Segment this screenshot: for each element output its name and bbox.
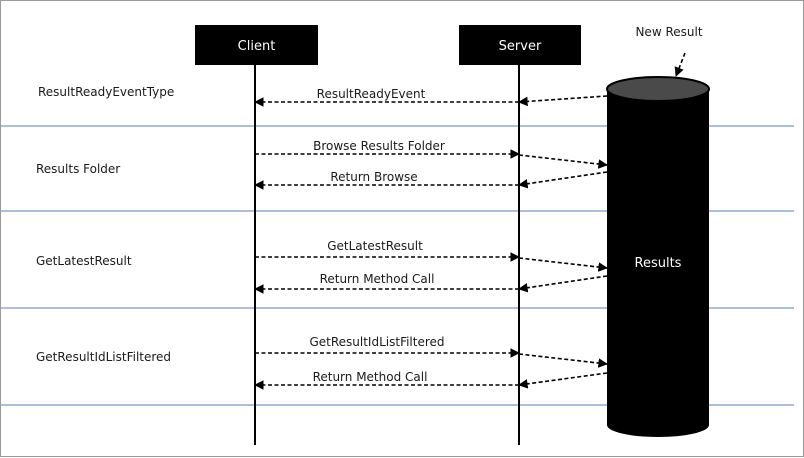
client-label: Client xyxy=(238,39,276,54)
new-result-arrow xyxy=(674,52,686,77)
results-cylinder xyxy=(606,76,710,437)
client-box xyxy=(195,25,318,65)
new-result-label: New Result xyxy=(635,25,702,39)
arrow-store-to-server xyxy=(518,372,608,389)
message-label: Browse Results Folder xyxy=(313,139,445,153)
arrow-store-to-server xyxy=(518,95,608,107)
message-label: ResultReadyEvent xyxy=(317,87,426,101)
arrow-server-to-store xyxy=(518,353,608,368)
server-label: Server xyxy=(499,39,542,54)
row-label: ResultReadyEventType xyxy=(38,85,174,99)
arrow-store-to-server xyxy=(518,171,608,189)
message-label: GetLatestResult xyxy=(327,239,423,253)
row-label: GetResultIdListFiltered xyxy=(36,350,171,364)
message-label: Return Browse xyxy=(330,170,417,184)
server-box xyxy=(459,25,581,65)
message-label: Return Method Call xyxy=(313,370,428,384)
row-label: GetLatestResult xyxy=(36,254,132,268)
results-cylinder-top xyxy=(606,76,710,102)
arrow-server-to-store xyxy=(518,257,608,272)
arrow-server-to-store xyxy=(518,154,608,169)
message-label: Return Method Call xyxy=(320,272,435,286)
message-label: GetResultIdListFiltered xyxy=(309,335,444,349)
arrow-store-to-server xyxy=(518,275,608,293)
row-label: Results Folder xyxy=(36,162,120,176)
results-label: Results xyxy=(635,256,682,271)
